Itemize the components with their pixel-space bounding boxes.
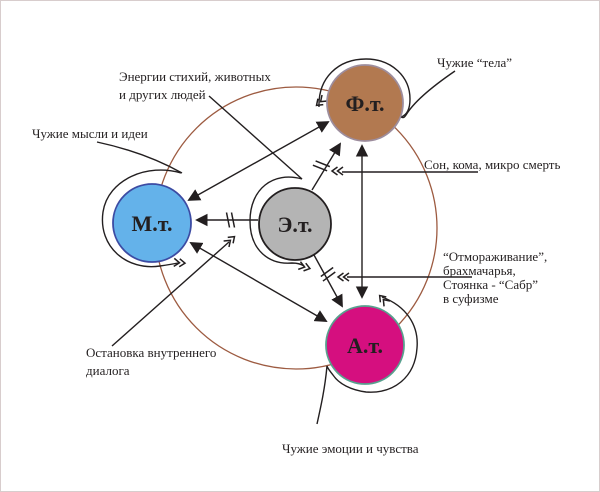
node-astral-body: А.т. bbox=[325, 305, 405, 385]
label-alien-bodies: Чужие “тела” bbox=[437, 55, 512, 70]
label-alien-emotions: Чужие эмоции и чувства bbox=[282, 441, 419, 456]
label-energies-line1: Энергии стихий, животных bbox=[119, 69, 271, 84]
label-energies-line2: и других людей bbox=[119, 87, 206, 102]
label-freezing-line3: Стоянка - “Сабр” bbox=[443, 277, 538, 292]
label-freezing-line2: брахмачарья, bbox=[443, 263, 516, 278]
label-freezing-line4: в суфизме bbox=[443, 291, 499, 306]
leader-alien-bodies bbox=[400, 70, 456, 119]
node-physical-body: Ф.т. bbox=[326, 64, 404, 142]
arrow-mental-physical bbox=[187, 121, 330, 201]
leader-alien-thoughts bbox=[96, 141, 183, 174]
label-inner-dialog-line1: Остановка внутреннего bbox=[86, 345, 216, 360]
node-mental-body: М.т. bbox=[112, 183, 192, 263]
linework-layer bbox=[96, 58, 478, 425]
node-circle-astral bbox=[325, 305, 405, 385]
node-circle-physical bbox=[326, 64, 404, 142]
swoosh-physical-body bbox=[318, 58, 411, 118]
arrow-etheric-to-physical bbox=[311, 142, 341, 191]
node-circle-etheric bbox=[258, 187, 332, 261]
swoosh-mental-body bbox=[101, 169, 182, 268]
node-etheric-body: Э.т. bbox=[258, 187, 332, 261]
node-label-etheric: Э.т. bbox=[277, 212, 312, 237]
node-label-physical: Ф.т. bbox=[345, 91, 384, 116]
label-inner-dialog-line2: диалога bbox=[86, 363, 130, 378]
swoosh-astral-body bbox=[326, 296, 418, 393]
blocker-line-inner-dialog bbox=[111, 241, 230, 347]
node-label-astral: А.т. bbox=[347, 333, 383, 358]
leader-alien-emotions bbox=[316, 365, 328, 425]
label-freezing-line1: “Отмораживание”, bbox=[443, 249, 547, 264]
label-sleep-coma: Сон, кома, микро смерть bbox=[424, 157, 560, 172]
label-alien-thoughts: Чужие мысли и идеи bbox=[32, 126, 148, 141]
node-label-mental: М.т. bbox=[132, 211, 173, 236]
annotation-layer: Энергии стихий, животных и других людей … bbox=[32, 55, 560, 456]
node-circle-mental bbox=[112, 183, 192, 263]
